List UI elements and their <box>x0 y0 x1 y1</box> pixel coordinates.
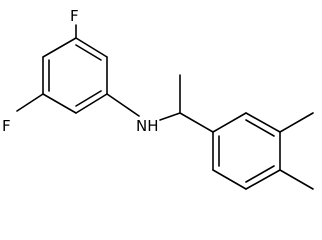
ring-b-bond-1 <box>212 112 247 133</box>
methyl-bond-lower <box>279 169 314 190</box>
ring-a-bond-1 <box>75 37 108 58</box>
methyl-bond-upper <box>279 112 314 133</box>
amine-label: NH <box>136 117 159 135</box>
n-ch-bond <box>159 112 181 121</box>
ring-b-bond-2 <box>245 112 281 133</box>
fluorine-label-top: F <box>70 7 79 25</box>
ring-b-double-bond-2 <box>245 165 275 183</box>
ring-a-double-bond-1 <box>75 44 102 61</box>
difluorophenyl-ring <box>42 37 108 114</box>
c-n-bond <box>106 93 140 117</box>
ring-a-bond-6 <box>42 37 77 58</box>
molecule-structure: F F NH <box>2 7 314 190</box>
ring-a-bond-3 <box>75 93 108 114</box>
ring-b-bond-5 <box>212 169 247 190</box>
structure-canvas: F F NH <box>2 7 314 190</box>
ring-a-double-bond-2 <box>75 90 102 107</box>
fluorine-label-left: F <box>2 117 11 135</box>
ring-b-bond-4 <box>245 169 281 190</box>
ring-a-bond-4 <box>42 93 77 114</box>
ch-ring-bond <box>179 112 214 133</box>
c-f-bond-left <box>16 93 44 112</box>
dimethylphenyl-ring <box>212 112 281 190</box>
ring-b-double-bond-1 <box>245 119 275 137</box>
